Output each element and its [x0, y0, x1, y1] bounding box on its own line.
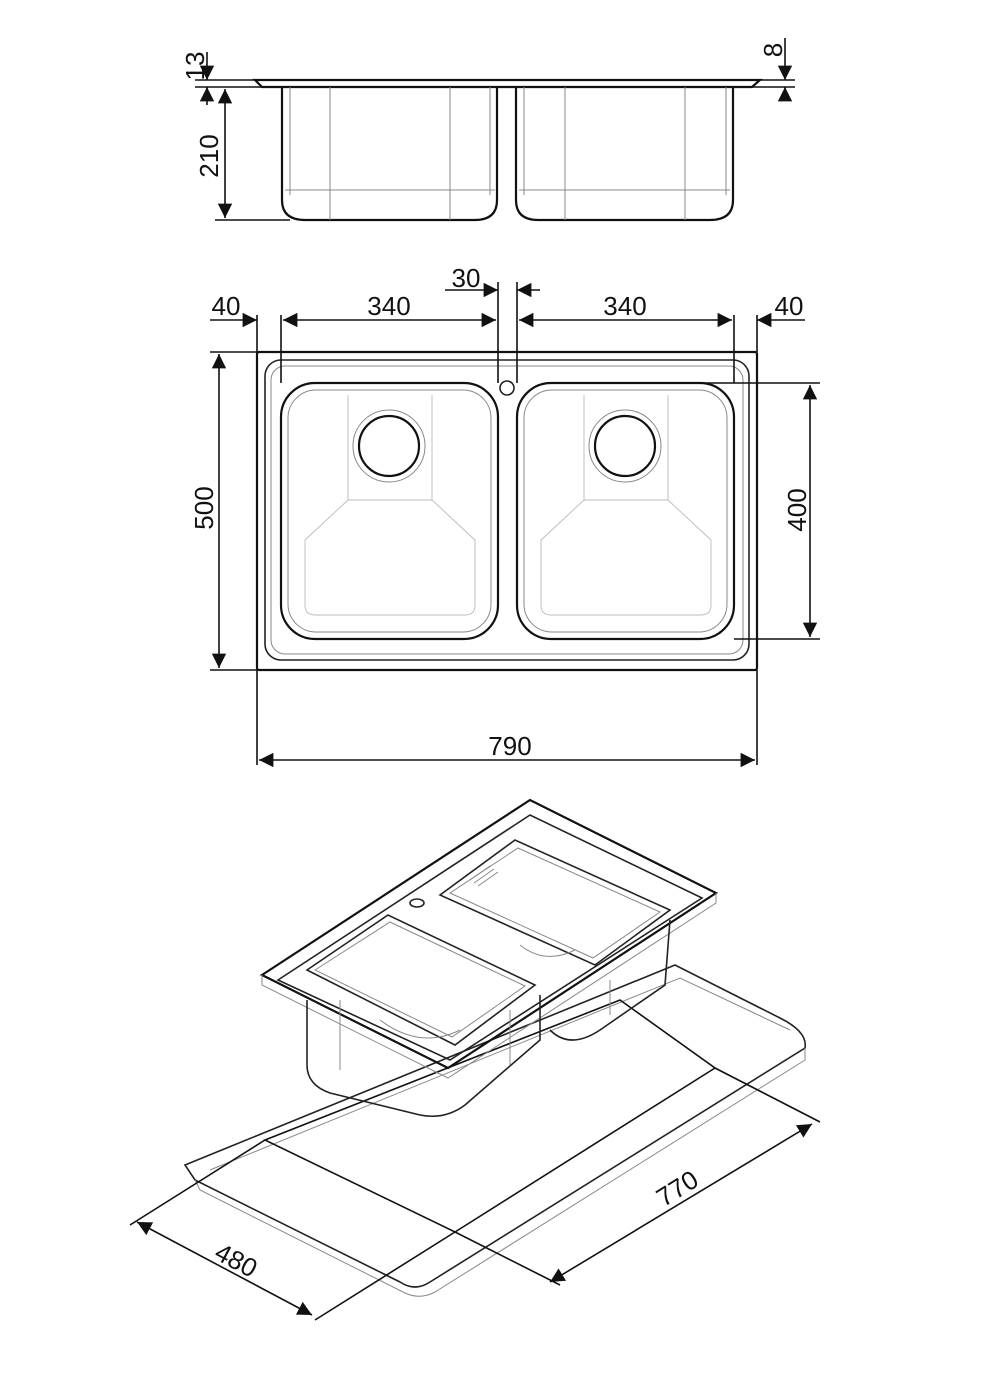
dim-divider-label: 30 [452, 263, 481, 293]
dim-overall-depth-label: 500 [189, 486, 219, 529]
isometric-view [129, 798, 821, 1321]
dim-right-margin-label: 40 [775, 291, 804, 321]
dim-rim-offset-label: 8 [758, 43, 788, 57]
dim-plan-bowl-depth-label: 400 [782, 488, 812, 531]
dim-top-lip-label: 13 [180, 52, 210, 81]
dim-left-margin-label: 40 [212, 291, 241, 321]
plan-view [210, 282, 820, 768]
dim-cutout-width-label: 770 [651, 1164, 704, 1212]
dim-right-bowl-width-label: 340 [603, 291, 646, 321]
side-elevation-view [195, 38, 795, 222]
dim-left-bowl-width-label: 340 [367, 291, 410, 321]
dim-bowl-depth-label: 210 [194, 134, 224, 177]
dim-overall-width-label: 790 [488, 731, 531, 761]
dim-cutout-depth-label: 480 [210, 1237, 262, 1284]
